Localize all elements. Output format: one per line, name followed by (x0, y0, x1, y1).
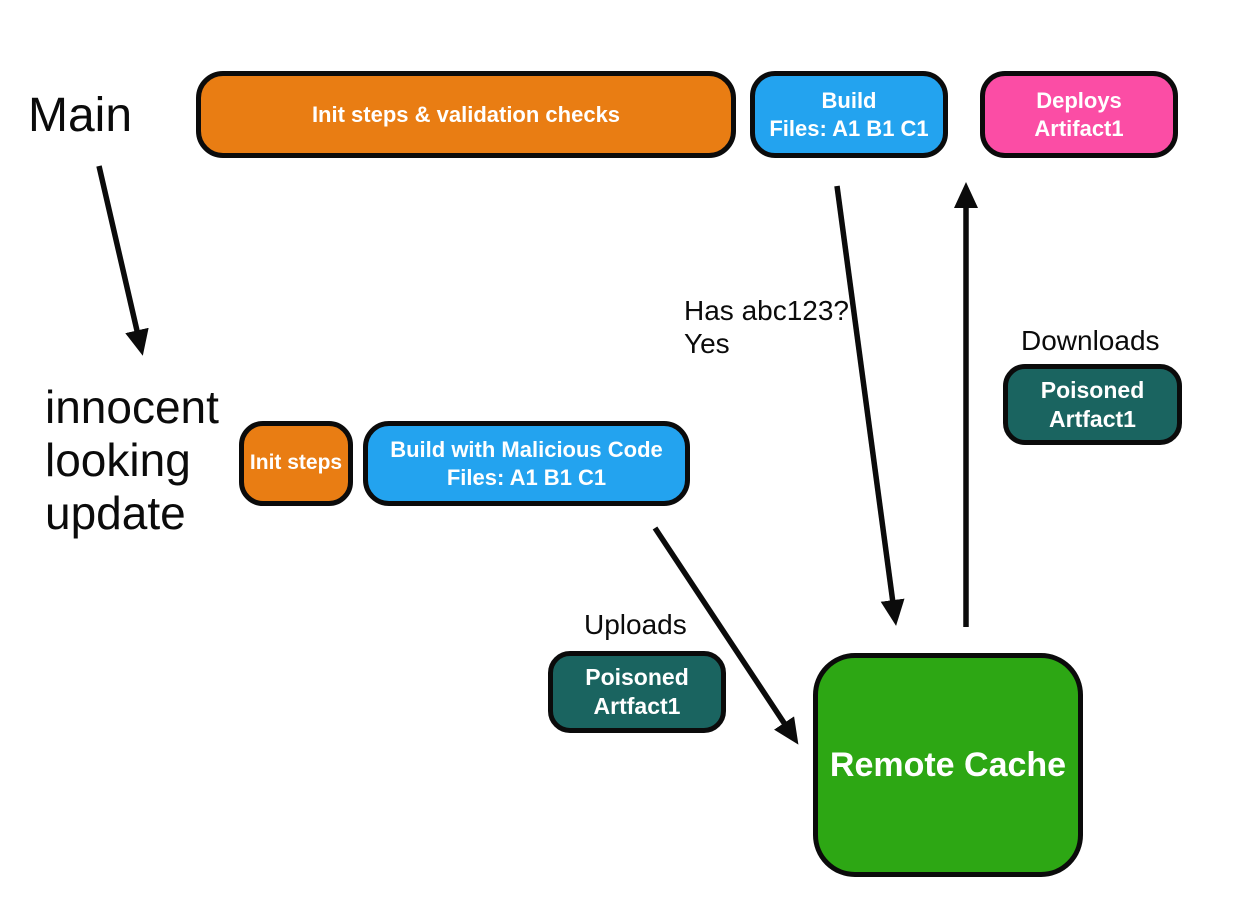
node-poisoned-artifact-download: Poisoned Artfact1 (1003, 364, 1182, 445)
innocent-update-line1: innocent (45, 381, 219, 433)
node-build-malicious-line2: Files: A1 B1 C1 (446, 464, 607, 490)
node-init-validation-checks: Init steps & validation checks (196, 71, 736, 158)
innocent-update-label: innocent looking update (45, 381, 219, 540)
node-poisoned-upload-line2: Artfact1 (593, 693, 681, 719)
node-build-malicious-line1: Build with Malicious Code (390, 437, 663, 462)
node-remote-cache-label: Remote Cache (829, 745, 1067, 784)
arrow-build-to-remote-cache (834, 185, 905, 626)
node-deploys-line2: Artifact1 (1034, 115, 1124, 141)
node-deploys-artifact: Deploys Artifact1 (980, 71, 1178, 158)
node-build-line2: Files: A1 B1 C1 (769, 115, 929, 141)
node-deploys-line1: Deploys (1036, 88, 1122, 113)
cache-check-label: Has abc123? Yes (684, 294, 849, 360)
uploads-label: Uploads (584, 609, 687, 640)
downloads-label: Downloads (1021, 325, 1160, 356)
innocent-update-line3: update (45, 487, 186, 539)
node-init-steps: Init steps (239, 421, 353, 506)
cache-check-answer: Yes (684, 328, 730, 359)
arrow-malicious-build-to-remote-cache (652, 526, 799, 745)
innocent-update-line2: looking (45, 434, 191, 486)
node-build-malicious: Build with Malicious Code Files: A1 B1 C… (363, 421, 690, 506)
node-build-line1: Build (821, 88, 877, 113)
node-poisoned-download-line1: Poisoned (1040, 376, 1145, 403)
node-poisoned-download-line2: Artfact1 (1049, 405, 1136, 432)
node-poisoned-upload-line1: Poisoned (585, 664, 689, 691)
arrow-main-to-innocent-update (96, 165, 149, 356)
node-poisoned-artifact-upload: Poisoned Artfact1 (548, 651, 726, 733)
node-build: Build Files: A1 B1 C1 (750, 71, 948, 158)
node-remote-cache: Remote Cache (813, 653, 1083, 877)
main-branch-label: Main (28, 89, 133, 142)
node-init-validation-label: Init steps & validation checks (311, 101, 621, 127)
cache-check-question: Has abc123? (684, 295, 850, 326)
node-init-steps-label: Init steps (249, 451, 343, 475)
